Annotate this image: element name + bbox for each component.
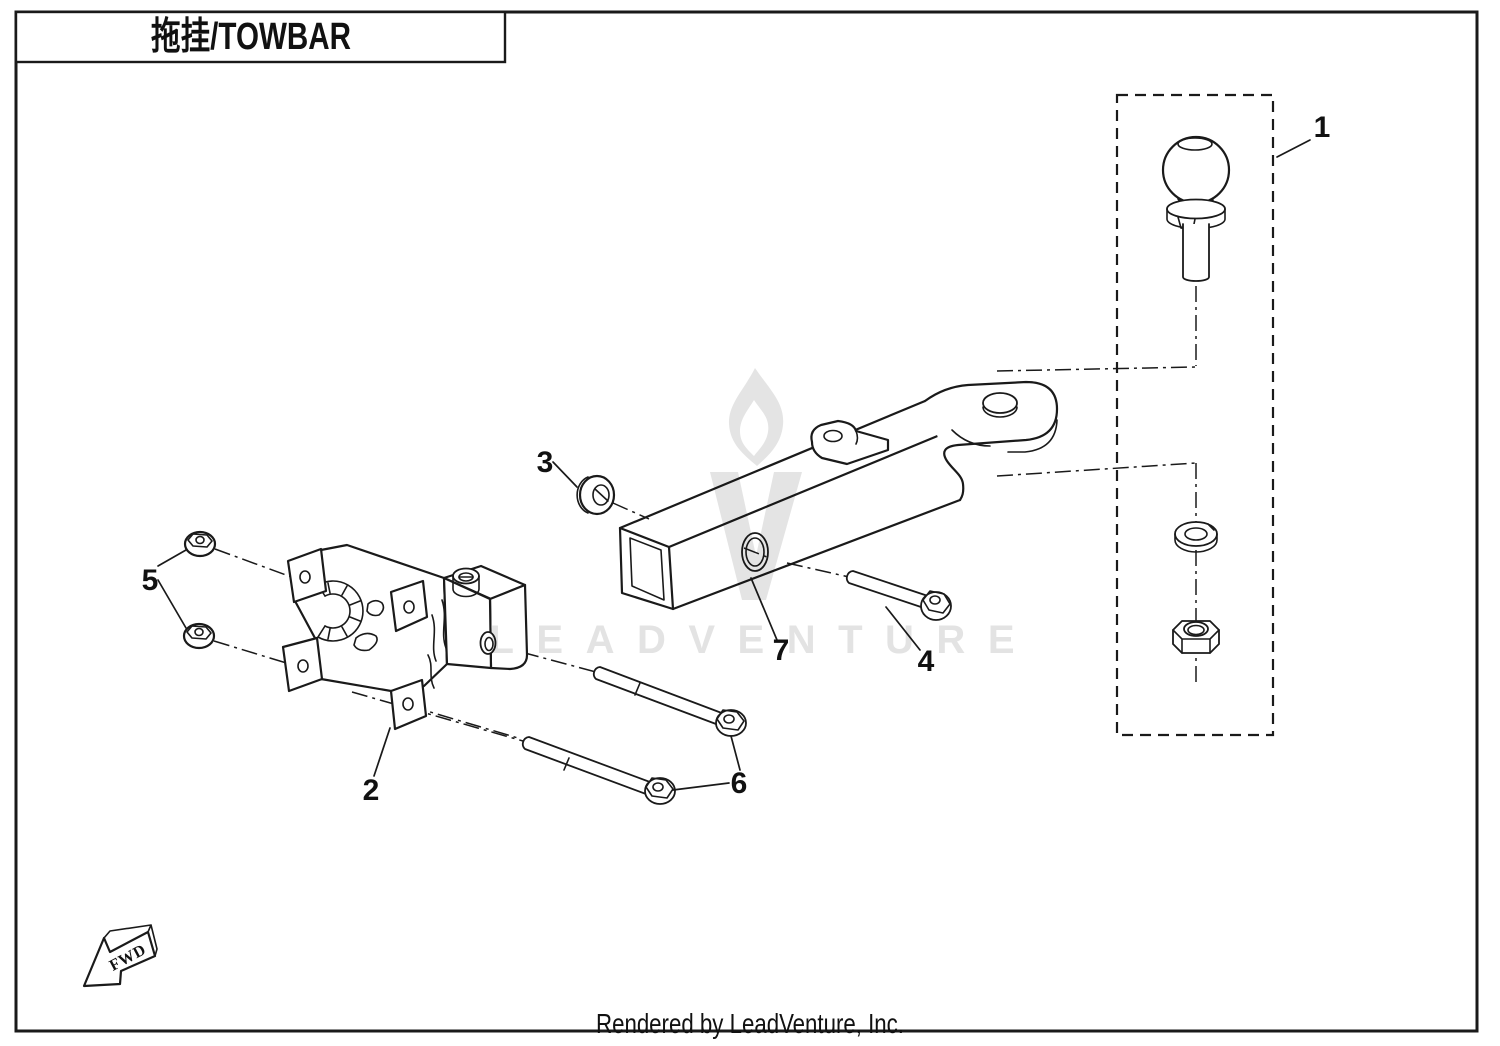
bracket-cutout (366, 599, 385, 617)
bolt-head-top (652, 782, 664, 792)
receiver-side-hole-inner (484, 636, 494, 652)
part-7-towbar-arm (618, 380, 1059, 611)
leader-line-6 (672, 735, 741, 791)
callout-2: 2 (363, 774, 380, 807)
bolt-hex-head (922, 590, 951, 614)
hex-nut-facets (1172, 629, 1220, 654)
bolt-head-top (929, 595, 941, 605)
axis-line (996, 366, 1197, 372)
axis-line (612, 502, 650, 520)
plate-ball-hole-depth (982, 406, 1018, 418)
callout-3: 3 (537, 446, 554, 479)
flange-nut-hole (195, 535, 205, 545)
ball-shank (1182, 223, 1210, 282)
leader-line-2 (373, 727, 391, 777)
bracket-u-cutout-ticks (327, 582, 361, 640)
axis-line (351, 691, 524, 742)
tab-hole (402, 697, 414, 711)
axis-line (786, 562, 850, 578)
part-1-hitch-ball-group (1115, 93, 1275, 737)
leadventure-v-icon (710, 472, 802, 600)
tube-tag-hole (823, 429, 843, 443)
callout-4: 4 (918, 645, 935, 678)
part-3-washer (576, 474, 616, 516)
leader-line-1 (1276, 139, 1311, 158)
fwd-direction-arrow: FWD (82, 924, 158, 988)
callouts: 1 2 3 4 5 6 7 (142, 111, 1331, 807)
flange-nut-hex (186, 625, 212, 640)
washer-brim (576, 476, 589, 514)
plate-ball-hole (982, 392, 1018, 414)
part-group-boundary (1115, 93, 1275, 737)
ball-collar-top (1166, 198, 1226, 220)
washer-face (578, 474, 616, 516)
leader-line-3 (552, 461, 578, 488)
bracket-tab-upper-left (286, 547, 328, 604)
leader-line-4 (885, 606, 921, 651)
axis-line (409, 705, 519, 739)
bracket-u-cutout-outer (317, 580, 364, 642)
tube-edge-front-top (667, 428, 954, 549)
leadventure-flame-icon-cutout (740, 400, 769, 456)
callout-1: 1 (1314, 111, 1331, 144)
page-title: 拖挂/TOWBAR (151, 16, 351, 58)
part-5-flange-nuts (182, 530, 217, 650)
hex-nut-hole-inner (1187, 624, 1205, 636)
lock-washer-hole (1184, 527, 1208, 541)
part-6-bolts (521, 666, 747, 805)
callout-7: 7 (773, 634, 790, 667)
bracket-tab-lower-right (389, 678, 428, 731)
receiver-box-front (442, 576, 493, 670)
flange-nut-hole (194, 627, 204, 637)
plate-thickness-edge (1007, 419, 1058, 453)
callout-5: 5 (142, 564, 159, 597)
bracket-flange-curls (427, 599, 447, 689)
bolt-shaft (845, 570, 929, 609)
axis-line (494, 644, 597, 673)
fwd-arrow-face (82, 930, 157, 988)
page-border (14, 10, 1479, 1033)
bolt-head-top (723, 714, 735, 724)
tube-tag-fold (855, 430, 859, 445)
bracket-cutout (353, 632, 378, 652)
tube-edge-bottom (671, 498, 962, 611)
axis-line (996, 462, 1197, 477)
bracket-tab-lower-left (281, 636, 324, 693)
tube-tag-bracket (810, 419, 890, 466)
tab-hole (403, 600, 415, 614)
flange-nut-hex (187, 533, 213, 548)
bolt-shaft (592, 666, 728, 728)
tab-hole (297, 659, 309, 673)
bolt-shaft (521, 736, 659, 798)
watermark-text: LEADVENTURE (490, 618, 1015, 662)
receiver-box-right (488, 583, 529, 671)
fwd-arrow-extrusion (103, 924, 158, 957)
tube-edge-top (618, 399, 927, 530)
bolt-hex-head (716, 709, 745, 731)
riser-inner-curve (951, 429, 991, 447)
bracket-u-cutout-inner (324, 593, 351, 629)
washer-axis-mark (594, 488, 609, 502)
tube-open-end (618, 526, 675, 611)
tube-open-end-inner (629, 537, 665, 601)
receiver-top-boss-side (452, 575, 480, 598)
washer-hole (592, 484, 610, 506)
part-2-mount-bracket (281, 543, 529, 731)
tab-hole (299, 570, 311, 584)
hitch-ball-sphere (1161, 135, 1231, 205)
bolt-thread-break (634, 682, 641, 696)
ball-mount-plate (923, 380, 1059, 502)
leader-line-5 (157, 549, 187, 629)
callout-6: 6 (731, 767, 748, 800)
bolt-hex-head (645, 777, 674, 799)
title-box (14, 10, 507, 64)
hitch-ball-flat-top (1177, 137, 1213, 151)
bracket-tab-upper-right (389, 579, 429, 633)
footer-credit: Rendered by LeadVenture, Inc. (596, 1008, 904, 1039)
bolt-thread-break (563, 757, 570, 771)
title-block: 拖挂/TOWBAR (14, 10, 507, 64)
part-4-bolt (845, 570, 952, 621)
lock-washer-split (1174, 523, 1218, 553)
